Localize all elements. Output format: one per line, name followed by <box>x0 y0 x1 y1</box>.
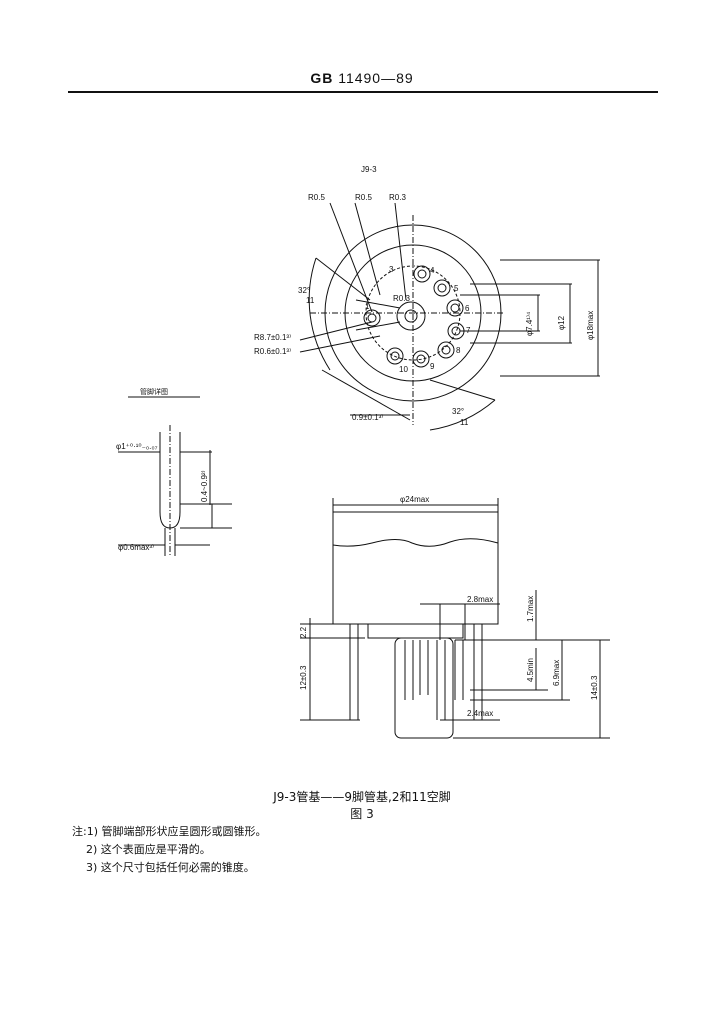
dim-12-03: 12±0.3 <box>299 665 308 690</box>
break-line <box>332 538 499 547</box>
angle-b-num: 32° <box>452 407 464 416</box>
base-label: J9-3 <box>361 165 377 174</box>
pin-5: 5 <box>454 284 459 293</box>
dim-14: 14±0.3 <box>590 675 599 700</box>
pin-detail-title: 管脚详图 <box>140 387 168 396</box>
base-top-view <box>299 202 600 431</box>
shell <box>332 511 499 625</box>
pin-3: 3 <box>389 265 394 274</box>
angle-a-num: 32° <box>298 286 310 295</box>
pin-4: 4 <box>430 266 435 275</box>
dim-45: 4.5min <box>526 658 535 682</box>
pin-detail <box>118 396 232 556</box>
dim-22: 2.2 <box>299 626 308 638</box>
notes: 注:1) 管脚端部形状应呈圆形或圆锥形。 2) 这个表面应是平滑的。 3) 这个… <box>72 823 267 877</box>
page-header: GB 11490—89 <box>0 70 724 86</box>
dim-r03-top: R0.3 <box>389 193 406 202</box>
dim-18: φ18max <box>586 311 595 340</box>
dim-24: φ24max <box>400 495 429 504</box>
note-3: 3) 这个尺寸包括任何必需的锥度。 <box>72 861 255 874</box>
standard-prefix: GB <box>310 70 334 86</box>
figure-number: 图 3 <box>350 807 374 821</box>
pin-6: 6 <box>465 304 470 313</box>
side-view <box>300 498 610 739</box>
note-1: 注:1) 管脚端部形状应呈圆形或圆锥形。 <box>72 825 267 838</box>
dim-74: φ7.4¹⁾⁴ <box>525 311 534 336</box>
standard-number: 11490—89 <box>338 70 414 86</box>
dim-pin-tip: 0.4~0.9²⁾ <box>200 470 209 502</box>
header-rule <box>68 91 658 93</box>
dim-pin-dia: φ1⁺⁰·¹⁰₋₀.₀₇ <box>116 442 158 451</box>
center-hole <box>404 309 418 323</box>
dim-r87: R8.7±0.1³⁾ <box>254 333 291 342</box>
dim-09: 0.9±0.1³⁾ <box>352 413 383 422</box>
dim-r86: R0.6±0.1³⁾ <box>254 347 291 356</box>
angle-b-den: 11 <box>460 418 469 427</box>
dim-r03-center: R0.3 <box>393 294 410 303</box>
key-slot <box>355 299 401 331</box>
dim-r05-b: R0.5 <box>355 193 372 202</box>
pin-9: 9 <box>430 362 435 371</box>
dim-17: 1.7max <box>526 596 535 622</box>
pin-7: 7 <box>466 326 471 335</box>
dim-pin-min: φ0.6max³⁾ <box>118 543 154 552</box>
pin-8: 8 <box>456 346 461 355</box>
dim-12: φ12 <box>557 315 566 330</box>
dim-r05-a: R0.5 <box>308 193 325 202</box>
pin-1: 1 <box>365 302 370 311</box>
dim-69: 6.9max <box>552 660 561 686</box>
angle-a-den: 11 <box>306 296 315 305</box>
center-boss <box>396 301 426 331</box>
pin-10: 10 <box>399 365 408 374</box>
dim-24max: 2.4max <box>467 709 493 718</box>
dim-28: 2.8max <box>467 595 493 604</box>
note-2: 2) 这个表面应是平滑的。 <box>72 843 211 856</box>
figure-caption-title: J9-3管基——9脚管基,2和11空脚 <box>273 790 451 804</box>
